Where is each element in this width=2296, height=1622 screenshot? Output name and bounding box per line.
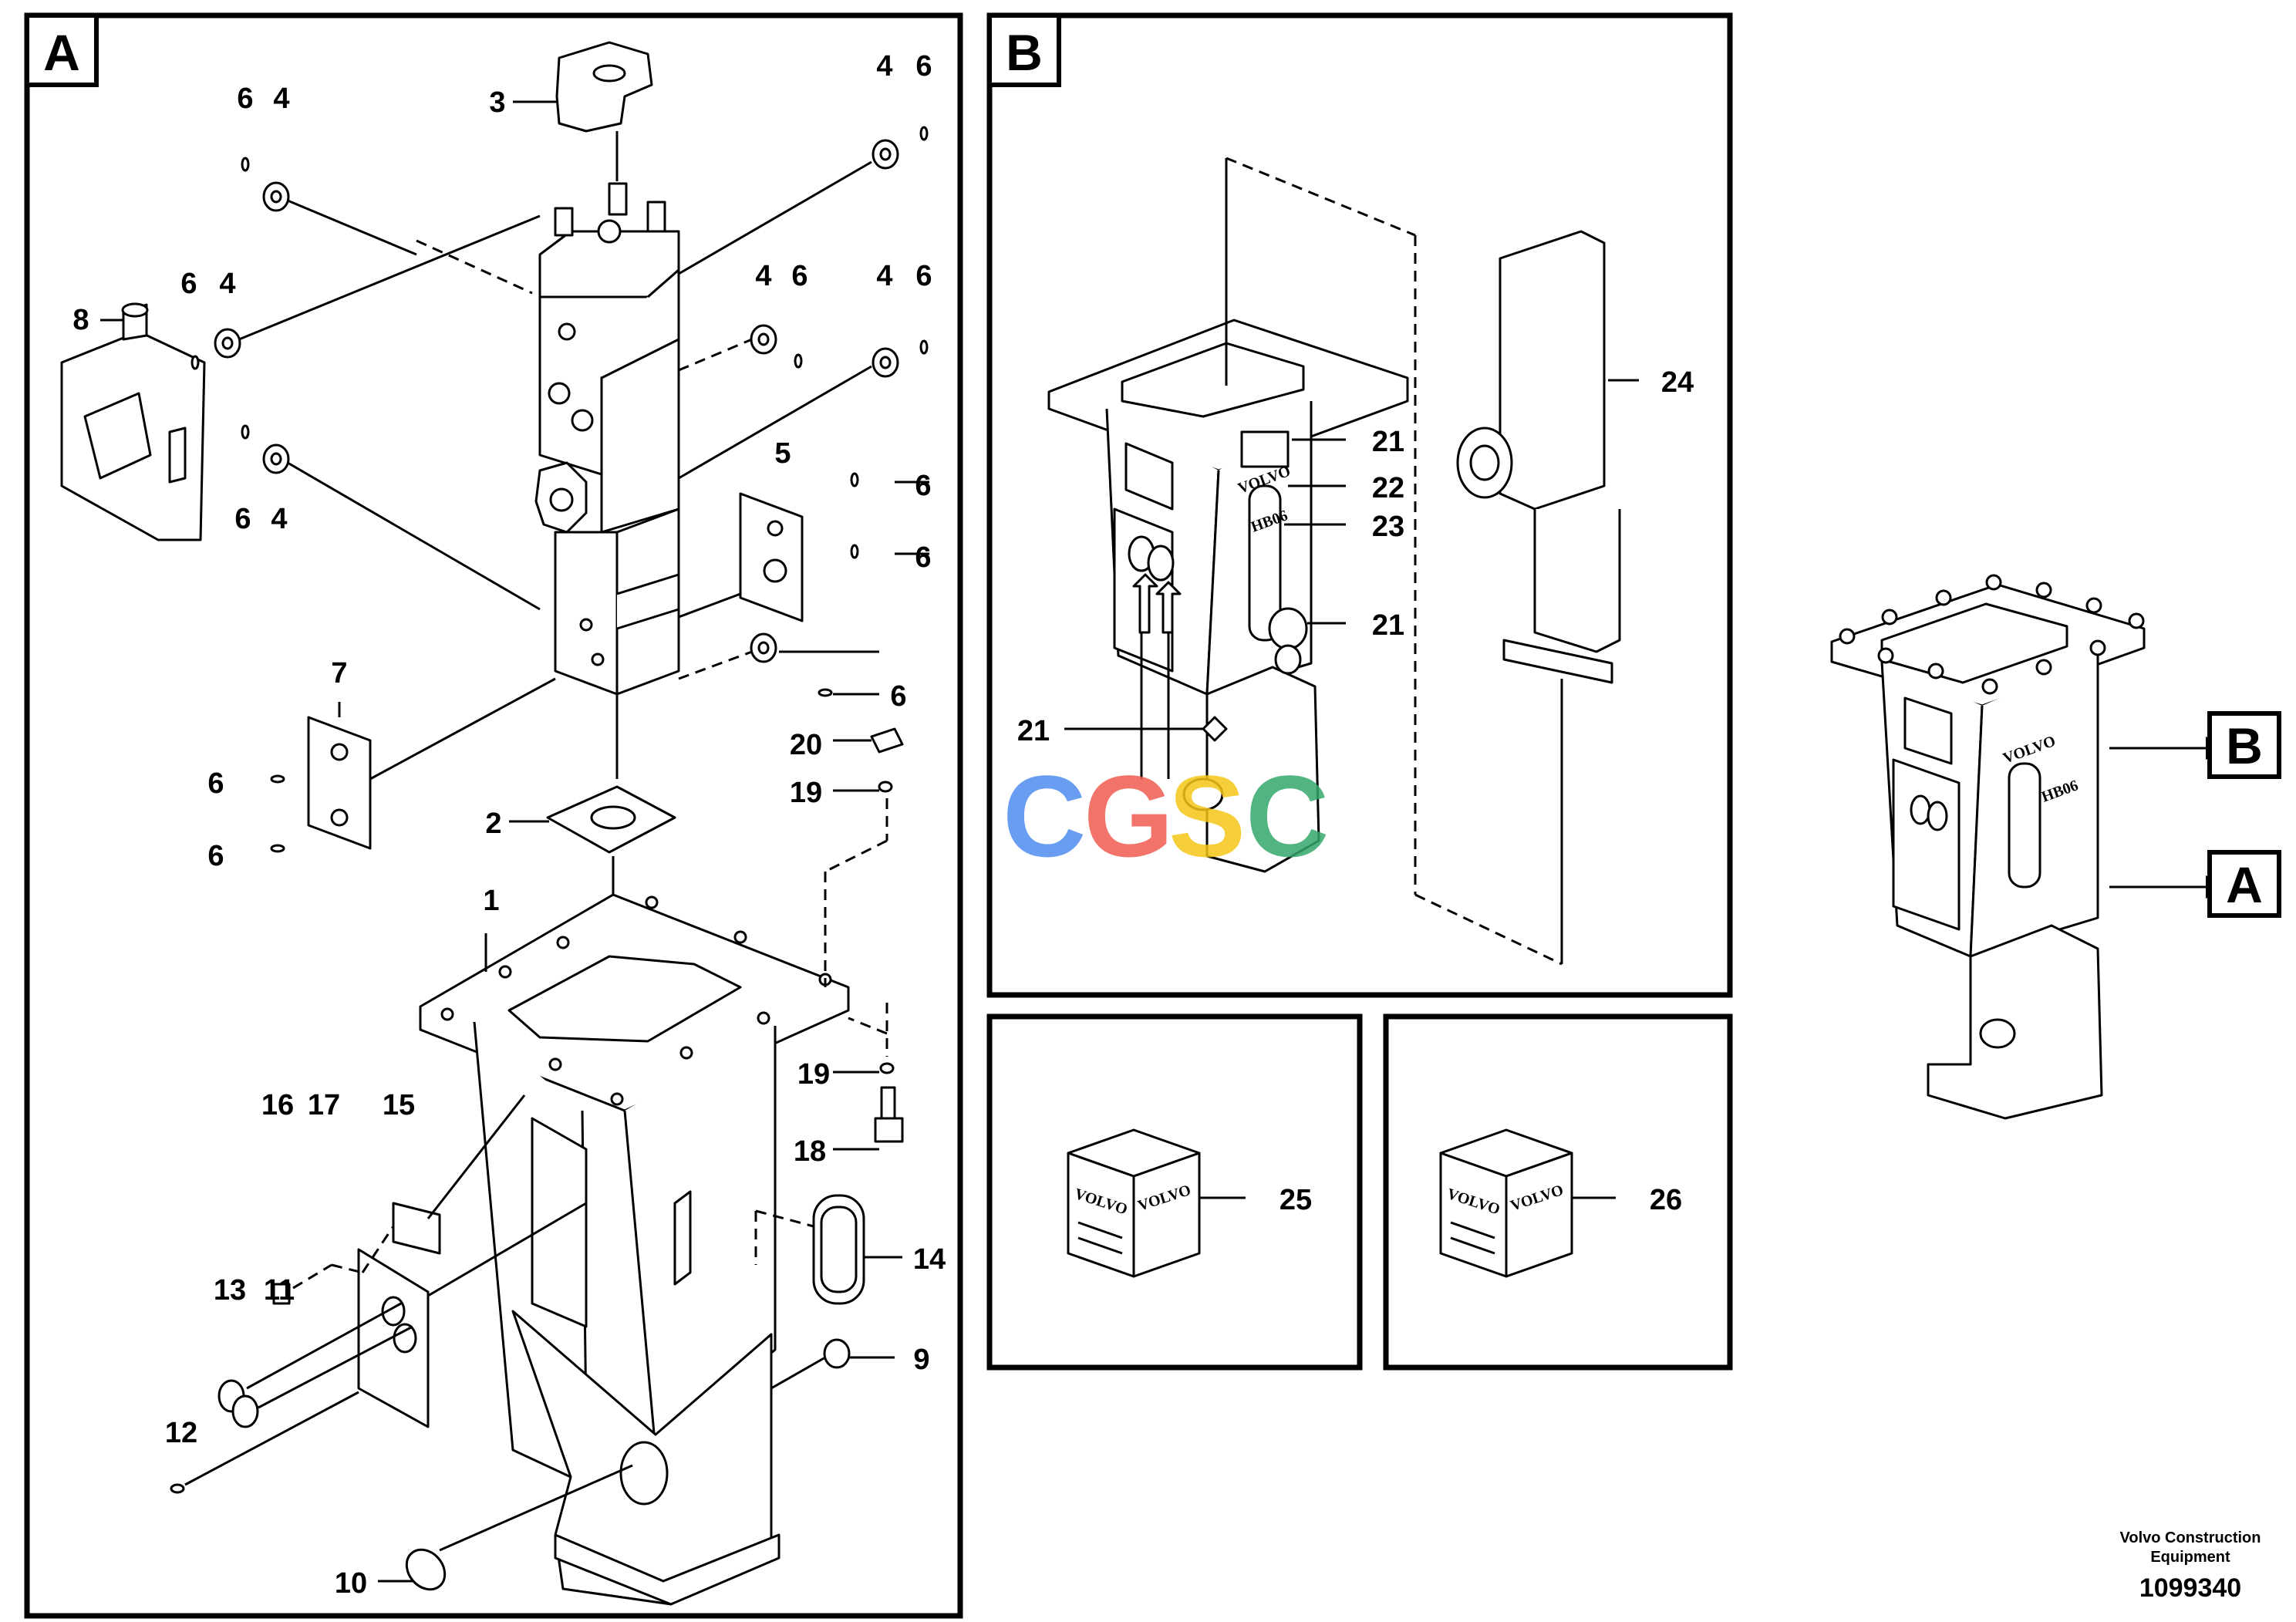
label-2: 2 — [485, 808, 501, 840]
label-13: 13 — [214, 1274, 246, 1307]
part-labels: 3 6 4 4 6 8 6 4 4 6 4 6 6 4 5 6 6 6 7 6 … — [72, 50, 1694, 1600]
label-6-d: 6 — [791, 260, 807, 292]
panel-b-tag — [987, 13, 1061, 87]
label-24: 24 — [1661, 366, 1694, 399]
kit-panel-25-frame — [986, 1013, 1363, 1371]
label-6-a: 6 — [237, 83, 253, 115]
label-4-e: 4 — [876, 260, 892, 292]
label-20: 20 — [790, 729, 822, 761]
label-6-c: 6 — [180, 268, 197, 300]
label-leaders-a — [100, 100, 929, 1583]
part-10-grommet — [405, 1548, 447, 1591]
footer-company-line2: Equipment — [2150, 1549, 2230, 1566]
part-9-grommet — [823, 1338, 851, 1369]
watermark-letter-g: G — [1084, 751, 1174, 881]
part-12-screw — [170, 1483, 185, 1494]
kit-box-25: VOLVO VOLVO — [1067, 1128, 1246, 1278]
part-7-plate — [307, 716, 372, 850]
label-19-a: 19 — [790, 777, 822, 809]
label-7: 7 — [331, 657, 347, 690]
label-6-e: 6 — [915, 260, 932, 292]
label-26: 26 — [1650, 1184, 1682, 1216]
label-1: 1 — [483, 885, 499, 917]
watermark-cgsc: C G S C — [1003, 751, 1329, 881]
label-11: 11 — [264, 1274, 295, 1307]
part-16-screw — [272, 1283, 291, 1305]
label-4-c: 4 — [219, 268, 235, 300]
label-21-a: 21 — [1372, 426, 1404, 458]
panel-a-tag — [25, 13, 99, 87]
label-12: 12 — [165, 1417, 197, 1449]
label-21-c: 21 — [1017, 715, 1050, 747]
label-6-b: 6 — [915, 50, 932, 83]
panel-b-frame — [986, 12, 1733, 998]
label-17: 17 — [308, 1089, 340, 1121]
label-8: 8 — [72, 304, 89, 336]
label-4-f: 4 — [271, 503, 287, 535]
assembly-lines-a — [184, 160, 888, 1552]
label-14: 14 — [913, 1243, 946, 1276]
label-4-b: 4 — [876, 50, 892, 83]
watermark-letter-c2: C — [1246, 751, 1329, 881]
part-13-plugs — [217, 1379, 259, 1428]
part-5-plate — [739, 492, 804, 622]
part-15-plate — [392, 1202, 441, 1255]
kit-box-26: VOLVO VOLVO — [1439, 1128, 1616, 1278]
part-3-top-cap — [555, 41, 653, 133]
watermark-letter-c1: C — [1003, 751, 1086, 881]
part-8-side-cover — [60, 302, 206, 541]
label-23: 23 — [1372, 511, 1404, 543]
label-19-b: 19 — [797, 1058, 830, 1091]
part-2-plate — [546, 785, 676, 854]
label-16: 16 — [261, 1089, 294, 1121]
bolt-18-group — [870, 727, 904, 1143]
label-21-b: 21 — [1372, 609, 1404, 642]
part-11-plate — [357, 1248, 430, 1428]
label-18: 18 — [794, 1135, 826, 1168]
label-6-g: 6 — [915, 470, 931, 502]
label-15: 15 — [383, 1089, 415, 1121]
label-6-f: 6 — [234, 503, 251, 535]
kit-panel-26-frame — [1383, 1013, 1733, 1371]
label-6-j: 6 — [207, 767, 224, 800]
part-14-grommet — [812, 1194, 865, 1305]
label-4-a: 4 — [273, 83, 289, 115]
label-5: 5 — [774, 437, 791, 470]
label-3: 3 — [489, 86, 505, 119]
assembly-lines-b — [1064, 157, 1639, 966]
label-22: 22 — [1372, 472, 1404, 504]
o-rings — [190, 126, 929, 853]
valve-block — [534, 182, 680, 696]
callout-b-box — [2207, 711, 2281, 779]
part-1-housing — [419, 893, 850, 1606]
footer-company-line1: Volvo Construction — [2120, 1529, 2261, 1546]
callout-a-letter: A — [2226, 856, 2263, 913]
callout-a-box — [2207, 850, 2281, 918]
watermark-letter-s: S — [1168, 751, 1246, 881]
label-6-k: 6 — [207, 840, 224, 872]
label-10: 10 — [335, 1567, 367, 1600]
overview-breaker: VOLVO HB06 — [1830, 574, 2146, 1120]
callout-b-letter: B — [2226, 717, 2263, 774]
label-9: 9 — [913, 1344, 929, 1376]
footer-block: Volvo Construction Equipment 1099340 — [2120, 1529, 2261, 1603]
panel-b-letter: B — [1006, 24, 1043, 81]
label-6-i: 6 — [890, 680, 906, 713]
overview-pointers: B A — [2109, 711, 2281, 918]
footer-drawing-number: 1099340 — [2139, 1573, 2241, 1603]
panel-a-letter: A — [43, 24, 80, 81]
label-6-h: 6 — [915, 541, 931, 574]
panel-a-frame — [24, 12, 963, 1619]
breaker-decal-view: VOLVO HB06 — [1047, 319, 1409, 873]
label-25: 25 — [1279, 1184, 1312, 1216]
label-4-d: 4 — [755, 260, 771, 292]
part-24-tool — [1456, 230, 1621, 684]
